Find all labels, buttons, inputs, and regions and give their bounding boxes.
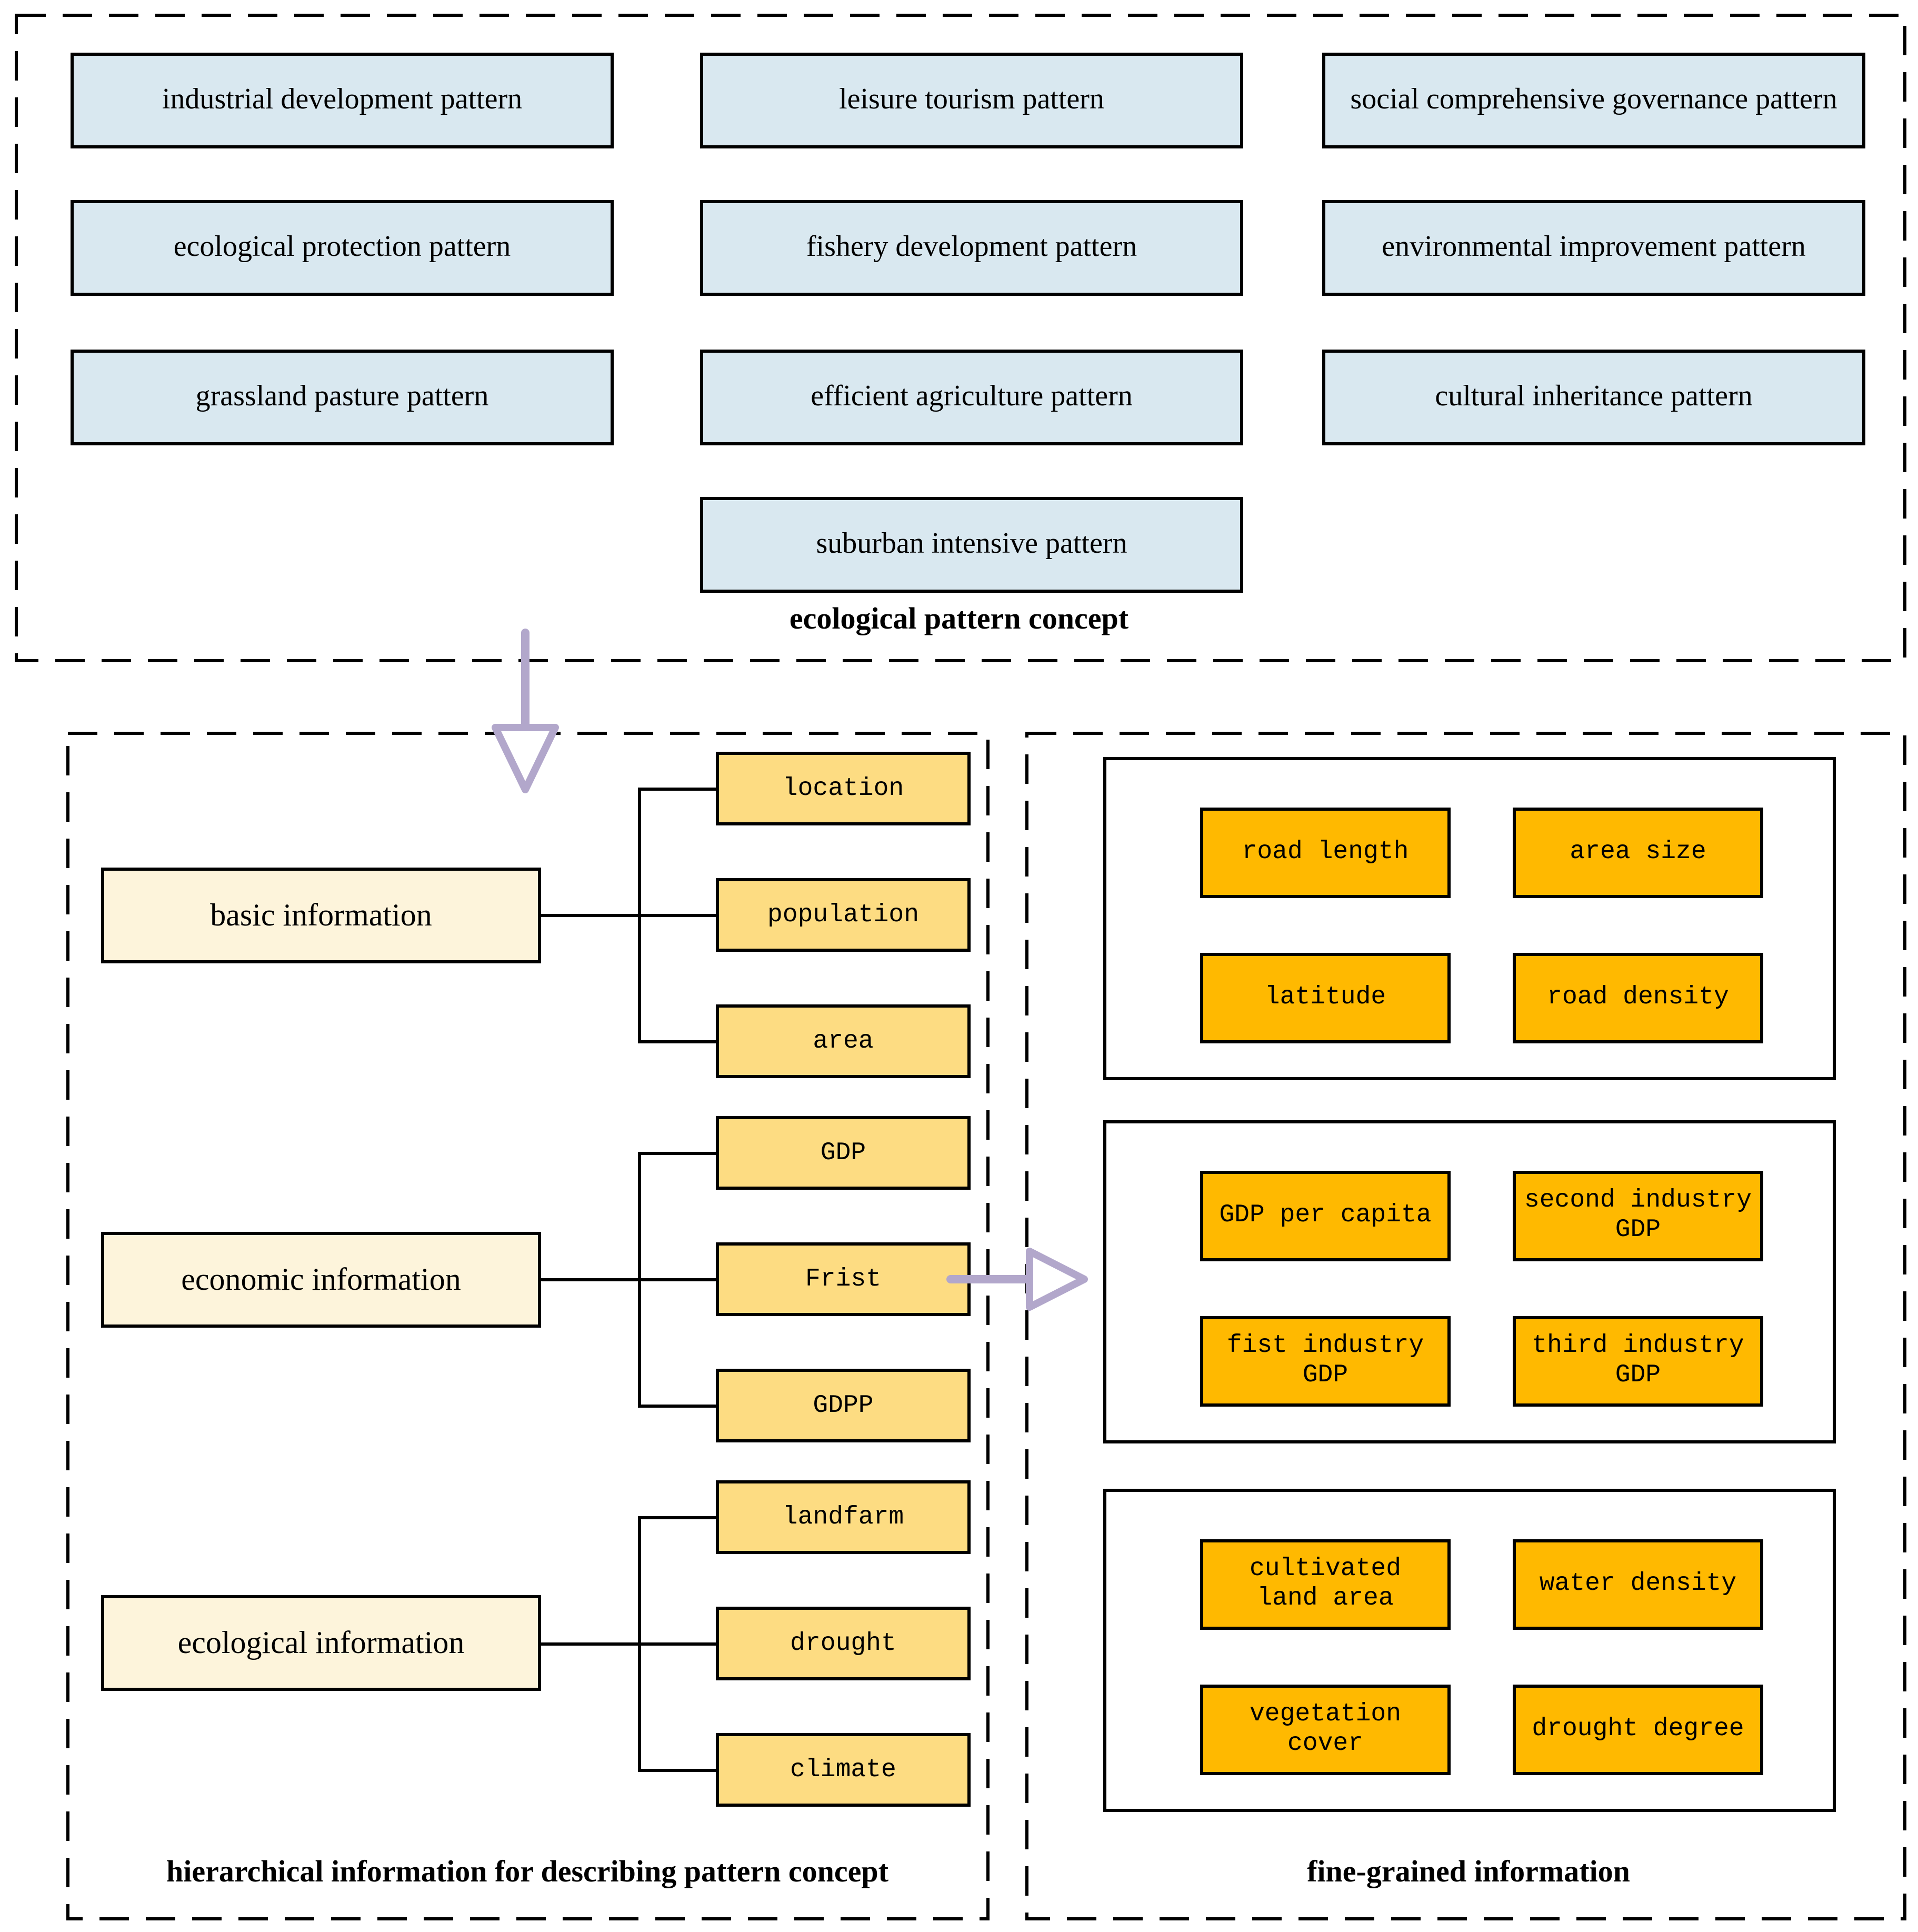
- connector-line: [638, 1516, 641, 1772]
- connector-line: [638, 1152, 718, 1155]
- concept-box-leisure-tourism: leisure tourism pattern: [700, 53, 1243, 148]
- child-box-gdp: GDP: [716, 1116, 971, 1190]
- fine-box-water-density: water density: [1513, 1539, 1763, 1630]
- down-arrow: [492, 629, 559, 793]
- child-box-drought: drought: [716, 1607, 971, 1680]
- section-label-hierarchy: hierarchical information for describing …: [166, 1855, 888, 1889]
- fine-box-latitude: latitude: [1200, 953, 1451, 1043]
- concept-box-industrial-development: industrial development pattern: [71, 53, 614, 148]
- concept-box-environmental-improvement: environmental improvement pattern: [1322, 200, 1865, 296]
- connector-line: [638, 1405, 718, 1408]
- child-box-population: population: [716, 878, 971, 952]
- child-box-climate: climate: [716, 1733, 971, 1807]
- child-box-landfarm: landfarm: [716, 1480, 971, 1554]
- child-box-location: location: [716, 752, 971, 825]
- group-box-economic-information: economic information: [101, 1232, 541, 1328]
- fine-box-area-size: area size: [1513, 808, 1763, 898]
- concept-box-efficient-agriculture: efficient agriculture pattern: [700, 350, 1243, 445]
- fine-box-drought-degree: drought degree: [1513, 1685, 1763, 1775]
- concept-box-fishery-development: fishery development pattern: [700, 200, 1243, 296]
- fine-box-road-length: road length: [1200, 808, 1451, 898]
- fine-box-gdp-per-capita: GDP per capita: [1200, 1171, 1451, 1261]
- concept-box-grassland-pasture: grassland pasture pattern: [71, 350, 614, 445]
- fine-box-cultivated-land-area: cultivated land area: [1200, 1539, 1451, 1630]
- fine-box-second-industry-gdp: second industry GDP: [1513, 1171, 1763, 1261]
- fine-box-vegetation-cover: vegetation cover: [1200, 1685, 1451, 1775]
- connector-line: [638, 788, 641, 1043]
- group-box-ecological-information: ecological information: [101, 1595, 541, 1691]
- fine-box-road-density: road density: [1513, 953, 1763, 1043]
- connector-line: [638, 788, 718, 791]
- connector-line: [638, 1152, 641, 1408]
- connector-line: [638, 1040, 718, 1043]
- child-box-frist: Frist: [716, 1242, 971, 1316]
- fine-box-third-industry-gdp: third industry GDP: [1513, 1316, 1763, 1407]
- child-box-gdpp: GDPP: [716, 1369, 971, 1442]
- connector-line: [541, 1278, 716, 1281]
- section-label-concept: ecological pattern concept: [789, 602, 1129, 636]
- section-label-fine-grained: fine-grained information: [1307, 1855, 1630, 1889]
- group-box-basic-information: basic information: [101, 868, 541, 963]
- fine-box-fist-industry-gdp: fist industry GDP: [1200, 1316, 1451, 1407]
- connector-line: [638, 1769, 718, 1772]
- connector-line: [541, 1642, 716, 1646]
- concept-box-cultural-inheritance: cultural inheritance pattern: [1322, 350, 1865, 445]
- concept-box-ecological-protection: ecological protection pattern: [71, 200, 614, 296]
- connector-line: [541, 914, 716, 917]
- child-box-area: area: [716, 1004, 971, 1078]
- concept-box-social-governance: social comprehensive governance pattern: [1322, 53, 1865, 148]
- connector-line: [638, 1516, 718, 1519]
- right-arrow: [946, 1248, 1088, 1311]
- concept-box-suburban-intensive: suburban intensive pattern: [700, 497, 1243, 593]
